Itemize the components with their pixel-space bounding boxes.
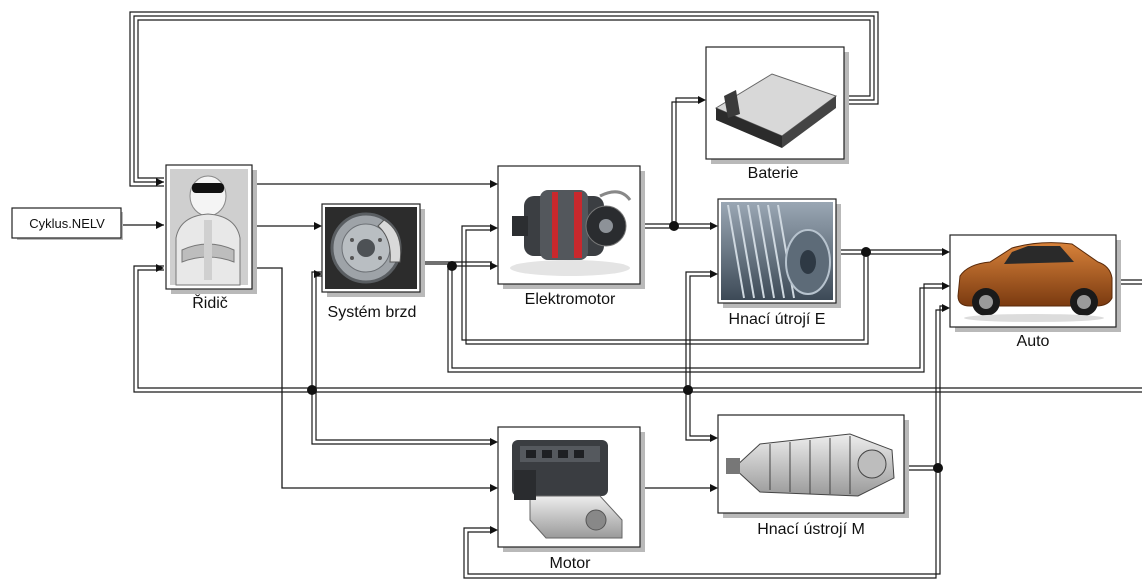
bus-to-motor[interactable] — [312, 390, 492, 444]
block-baterie[interactable]: Baterie — [706, 0, 849, 182]
wire-driver-to-motor[interactable] — [252, 268, 492, 488]
block-elektromotor[interactable]: Elektromotor — [498, 166, 645, 308]
block-hnaci-e[interactable]: Hnací útrojí E — [718, 199, 841, 328]
block-label-auto: Auto — [1017, 333, 1050, 350]
block-label-hnaci-e: Hnací útrojí E — [729, 311, 826, 328]
block-label-hnaci-m: Hnací ústrojí M — [757, 521, 865, 538]
source-block[interactable]: Cyklus.NELV — [12, 208, 123, 240]
block-brzdy[interactable]: Systém brzd — [322, 204, 425, 321]
block-label-ridic: Řidič — [192, 293, 228, 312]
block-label-elektromotor: Elektromotor — [525, 291, 616, 308]
block-motor[interactable]: Motor — [498, 427, 645, 572]
block-auto[interactable]: Auto — [950, 235, 1121, 350]
gearbox-gears-icon — [721, 202, 833, 300]
block-label-brzdy: Systém brzd — [328, 304, 417, 321]
block-label-motor: Motor — [550, 555, 592, 572]
source-label: Cyklus.NELV — [29, 216, 105, 231]
block-label-baterie: Baterie — [748, 165, 799, 182]
block-ridic[interactable]: Řidič — [166, 165, 257, 312]
bus-brakes-to-emotor[interactable] — [425, 264, 492, 266]
brake-disc-icon — [325, 207, 417, 289]
driver-stig-icon — [170, 169, 248, 285]
block-hnaci-m[interactable]: Hnací ústrojí M — [718, 415, 909, 538]
